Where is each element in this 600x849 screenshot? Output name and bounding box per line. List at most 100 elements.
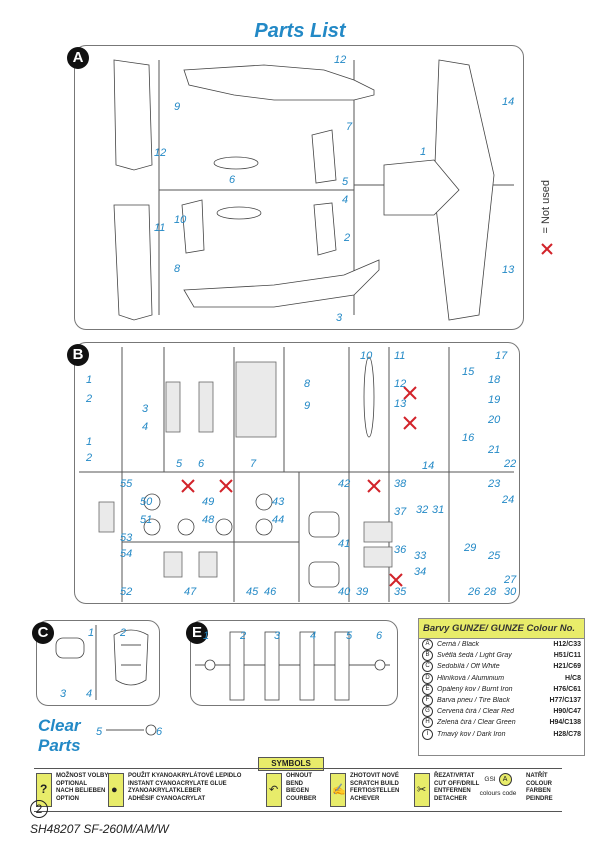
part-number: 38: [394, 478, 407, 490]
part-number: 30: [504, 586, 517, 598]
part-number: 13: [502, 264, 515, 276]
not-used-x-icon: [541, 243, 553, 255]
part-number: 55: [120, 478, 133, 490]
symbol-optional: ? MOŽNOST VOLBY OPTIONAL NACH BELIEBEN O…: [36, 773, 108, 807]
colour-code: H77/C137: [549, 697, 581, 705]
part-number: 20: [488, 414, 501, 426]
part-number: 33: [414, 550, 427, 562]
colour-code: H21/C69: [553, 663, 581, 671]
part-number: 12: [334, 54, 347, 66]
colour-row: I Tmavý kov / Dark Iron H28/C78: [419, 728, 584, 740]
part-number: 44: [272, 514, 285, 526]
sprue-c-frame: [36, 620, 160, 706]
part-number: 1: [86, 436, 93, 448]
colour-row: A Černá / Black H12/C33: [419, 639, 584, 651]
symbol-bend: ↶ OHNOUT BEND BIEGEN COURBER: [266, 773, 316, 807]
part-number: 11: [394, 350, 406, 362]
colour-name: Opálený kov / Burnt Iron: [437, 685, 513, 693]
sprue-a-letter: A: [67, 47, 89, 69]
colour-code: H90/C47: [553, 708, 581, 716]
colour-key-badge: D: [422, 672, 433, 684]
symbol-text: NATŘÍT COLOUR FARBEN PEINDRE: [526, 773, 553, 802]
colour-row: B Světlá šedá / Light Gray H51/C11: [419, 650, 584, 662]
bend-icon: ↶: [266, 773, 282, 807]
clear-parts-title: Clear Parts: [38, 716, 81, 756]
part-number: 7: [346, 121, 353, 133]
part-number: 5: [346, 630, 353, 642]
part-number: 4: [86, 688, 93, 700]
part-number: 31: [432, 504, 445, 516]
part-number: 46: [264, 586, 277, 598]
part-number: 42: [338, 478, 351, 490]
symbol-colour: GSI A colours code NATŘÍT COLOUR FARBEN …: [474, 773, 553, 803]
part-number: 40: [338, 586, 351, 598]
part-number: 6: [376, 630, 383, 642]
part-number: 5: [342, 176, 349, 188]
part-number: 1: [86, 374, 93, 386]
part-number: 25: [488, 550, 501, 562]
part-number: 54: [120, 548, 133, 560]
part-number: 11: [154, 222, 166, 234]
colour-name: Světlá šedá / Light Gray: [437, 652, 512, 660]
footer-product-code: SH48207 SF-260M/AM/W: [30, 822, 169, 836]
symbol-text: ŘEZAT/VRTAT CUT OFF/DRILL ENTFERNEN DETA…: [434, 773, 480, 802]
sprue-a-drawing: [113, 59, 514, 321]
colour-code: H/C8: [565, 674, 581, 682]
cut-off-icon: ✂: [414, 773, 430, 807]
sprue-e-letter: E: [186, 622, 208, 644]
part-number: 18: [488, 374, 501, 386]
part-number: 2: [86, 393, 93, 405]
colour-table: Barvy GUNZE/ GUNZE Colour No. A Černá / …: [418, 618, 585, 756]
part-number: 10: [174, 214, 187, 226]
colour-row: G Červená čirá / Clear Red H90/C47: [419, 706, 584, 718]
part-number: 2: [86, 452, 93, 464]
part-number: 9: [174, 101, 181, 113]
part-number: 21: [488, 444, 501, 456]
gsi-colours-code: GSI A colours code: [474, 773, 522, 797]
colour-code: H94/C138: [549, 719, 581, 727]
part-number: 15: [462, 366, 475, 378]
part-number: 1: [88, 627, 95, 639]
colour-name: Šedobílá / Off White: [437, 663, 500, 671]
part-number: 19: [488, 394, 501, 406]
part-number: 32: [416, 504, 429, 516]
part-number: 2: [120, 627, 127, 639]
symbol-text: OHNOUT BEND BIEGEN COURBER: [286, 773, 317, 802]
part-number: 43: [272, 496, 285, 508]
part-number: 28: [484, 586, 497, 598]
colour-name: Hliníková / Aluminium: [437, 674, 505, 682]
part-number: 36: [394, 544, 407, 556]
part-number: 6: [156, 726, 163, 738]
symbols-bar: ? MOŽNOST VOLBY OPTIONAL NACH BELIEBEN O…: [34, 768, 562, 812]
part-number: 2: [344, 232, 351, 244]
part-number: 7: [250, 458, 257, 470]
part-number: 39: [356, 586, 369, 598]
part-number: 3: [274, 630, 281, 642]
colour-key-badge: B: [422, 650, 433, 662]
colour-key-badge: E: [422, 683, 433, 695]
part-number: 13: [394, 398, 407, 410]
part-number: 17: [495, 350, 508, 362]
part-number: 23: [488, 478, 501, 490]
part-number: 5: [96, 726, 103, 738]
part-number: 1: [420, 146, 427, 158]
glue-drop-icon: ●: [108, 773, 124, 807]
part-number: 51: [140, 514, 153, 526]
part-number: 1: [203, 630, 210, 642]
sprue-c-letter: C: [32, 622, 54, 644]
part-number: 27: [504, 574, 517, 586]
part-number: 9: [304, 400, 311, 412]
colour-code-icon: A: [498, 773, 512, 786]
colour-code: H76/C61: [553, 685, 581, 693]
page-number: 2: [30, 800, 48, 818]
part-number: 3: [336, 312, 343, 324]
part-number: 22: [504, 458, 517, 470]
part-number: 3: [60, 688, 67, 700]
part-number: 35: [394, 586, 407, 598]
colour-name: Černá / Black: [437, 641, 480, 649]
sprue-e-frame: [190, 620, 398, 706]
part-number: 6: [229, 174, 236, 186]
part-number: 12: [394, 378, 407, 390]
symbol-text: ZHOTOVIT NOVÉ SCRATCH BUILD FERTIGSTELLE…: [350, 773, 400, 802]
symbol-cut-off: ✂ ŘEZAT/VRTAT CUT OFF/DRILL ENTFERNEN DE…: [414, 773, 479, 807]
